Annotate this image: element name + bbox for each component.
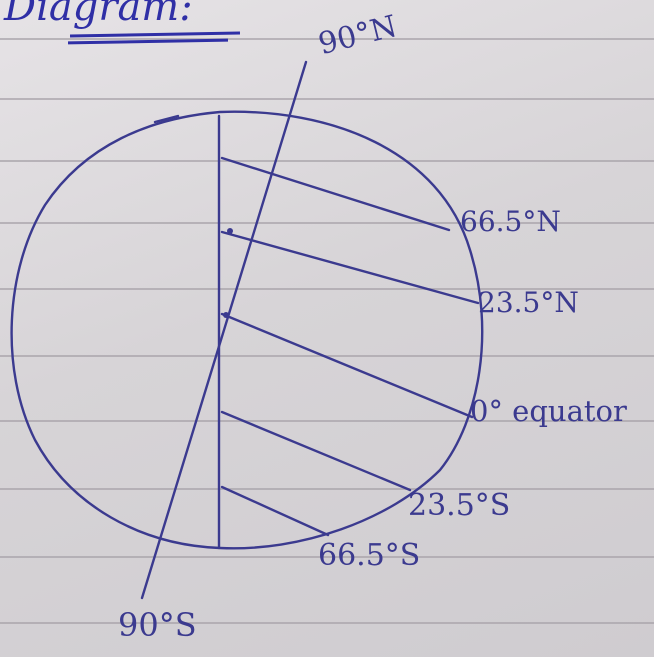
ruled-line xyxy=(0,98,654,100)
label-tropic-of-cancer: 23.5°N xyxy=(478,286,579,319)
latitude-dot xyxy=(223,312,229,318)
equator-line xyxy=(220,312,474,419)
ruled-line xyxy=(0,160,654,162)
antarctic-circle-line xyxy=(220,485,330,537)
label-tropic-of-capricorn: 23.5°S xyxy=(408,488,511,523)
ruled-line xyxy=(0,222,654,224)
ruled-line xyxy=(0,622,654,624)
latitude-dot xyxy=(227,228,233,234)
ruled-line xyxy=(0,288,654,290)
label-arctic-circle: 66.5°N xyxy=(460,205,561,238)
label-antarctic-circle: 66.5°S xyxy=(318,538,421,573)
arctic-circle-line xyxy=(220,156,451,232)
tropic-of-cancer-line xyxy=(220,230,480,305)
ruled-line xyxy=(0,420,654,422)
tilt-mark xyxy=(153,114,180,124)
globe-outline xyxy=(10,110,484,550)
tropic-of-capricorn-line xyxy=(220,410,412,492)
page-heading: Diagram: xyxy=(4,0,193,30)
label-south-pole: 90°S xyxy=(118,606,197,644)
label-equator: 0° equator xyxy=(470,394,627,428)
ruled-line xyxy=(0,556,654,558)
axis-line xyxy=(140,60,308,600)
ruled-line xyxy=(0,488,654,490)
ruled-line xyxy=(0,38,654,40)
